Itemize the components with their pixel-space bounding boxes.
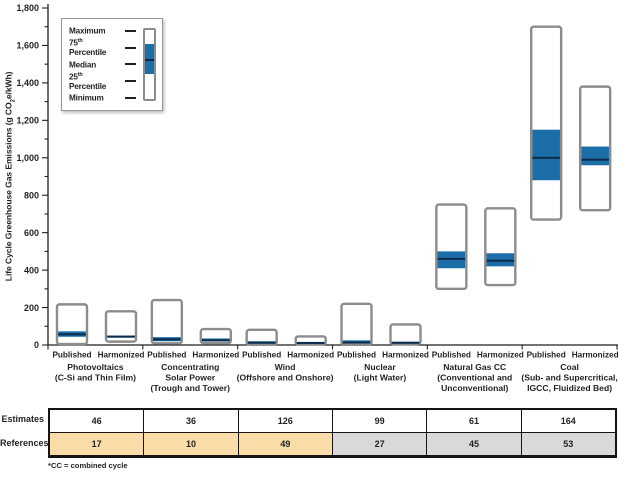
group-title-line: IGCC, Fluidized Bed) xyxy=(527,383,612,393)
legend-tick-dash xyxy=(125,97,136,100)
bar-sublabel: Published xyxy=(52,351,91,360)
estimates-cell: 164 xyxy=(560,416,576,426)
legend-item-median: Median xyxy=(69,60,136,70)
bar-sublabel: Harmonized xyxy=(192,351,239,360)
box-published xyxy=(529,25,563,221)
group-title-line: Wind xyxy=(275,362,296,372)
legend-tick-dash xyxy=(125,63,136,66)
estimates-cell: 36 xyxy=(144,410,239,432)
legend-item-25th-percentile: 25th Percentile xyxy=(69,72,136,91)
group-title-line: (Offshore and Onshore) xyxy=(237,373,334,383)
group-title-line: Nuclear xyxy=(364,362,396,372)
median-line-published xyxy=(437,257,466,260)
estimates-cell: 46 xyxy=(50,410,145,432)
legend: Maximum 75th Percentile Median 25th Perc… xyxy=(61,18,163,111)
iqr-band-harmonized xyxy=(581,146,609,166)
group-title-line: Concentrating xyxy=(161,362,219,372)
median-line-published xyxy=(342,341,371,344)
y-tick-label: 1,600 xyxy=(16,41,39,51)
box-harmonized xyxy=(484,207,517,287)
y-tick-label: 1,200 xyxy=(16,116,39,126)
bar-sublabel: Published xyxy=(337,351,376,360)
box-published xyxy=(435,203,468,291)
estimates-cell: 61 xyxy=(427,410,522,432)
references-cell: 17 xyxy=(50,433,145,455)
box-published xyxy=(55,303,89,346)
y-tick-label: 200 xyxy=(24,303,39,313)
bar-sublabel: Harmonized xyxy=(477,351,524,360)
group-title-line: (Conventional and xyxy=(437,373,512,383)
box-published xyxy=(150,298,184,345)
y-tick-label: 1,400 xyxy=(16,78,39,88)
legend-sample-box xyxy=(143,28,156,101)
references-cell: 10 xyxy=(144,433,239,455)
bar-sublabel: Harmonized xyxy=(382,351,429,360)
legend-item-minimum: Minimum xyxy=(69,93,136,103)
median-line-harmonized xyxy=(486,259,515,262)
iqr-band-published xyxy=(532,129,560,181)
estimates-cell: 99 xyxy=(333,410,428,432)
legend-label: Maximum xyxy=(69,26,106,36)
legend-label: Median xyxy=(69,60,97,70)
legend-label: 75th Percentile xyxy=(69,38,107,58)
estimates-cell: 126 xyxy=(239,410,333,432)
box-published xyxy=(245,328,278,346)
box-published xyxy=(340,302,373,347)
group-title-line: Solar Power xyxy=(165,373,215,383)
median-line-published xyxy=(58,333,86,336)
references-row-label: References xyxy=(0,438,49,448)
legend-tick-dash xyxy=(125,29,136,32)
median-line-published xyxy=(532,156,560,159)
y-tick-label: 800 xyxy=(24,190,39,200)
y-tick-label: 0 xyxy=(34,340,39,350)
bar-sublabel: Published xyxy=(147,351,186,360)
group-title-line: Natural Gas CC xyxy=(443,362,506,372)
legend-item-75th-percentile: 75th Percentile xyxy=(69,38,136,57)
bar-sublabel: Published xyxy=(527,351,566,360)
bar-sublabel: Harmonized xyxy=(572,351,619,360)
median-line-harmonized xyxy=(107,335,135,338)
box-harmonized xyxy=(389,323,422,346)
legend-tick-dash xyxy=(125,46,136,49)
references-cell: 49 xyxy=(238,433,333,455)
group-title-line: (Light Water) xyxy=(354,373,407,383)
bar-sublabel: Published xyxy=(432,351,471,360)
footnote: *CC = combined cycle xyxy=(48,461,128,470)
median-line-harmonized xyxy=(202,339,230,342)
references-cell: 53 xyxy=(521,433,615,455)
median-line-harmonized xyxy=(391,341,420,344)
median-line-harmonized xyxy=(296,341,325,344)
y-tick-label: 1,000 xyxy=(16,153,39,163)
bar-sublabel: Harmonized xyxy=(98,351,145,360)
group-title-line: Unconventional) xyxy=(441,383,508,393)
bar-sublabel: Harmonized xyxy=(287,351,334,360)
references-cell: 27 xyxy=(332,433,428,455)
estimates-row-label: Estimates xyxy=(1,414,44,424)
group-title-line: (C-Si and Thin Film) xyxy=(55,373,136,383)
bar-sublabel: Published xyxy=(242,351,281,360)
legend-label: Minimum xyxy=(69,93,104,103)
median-line-harmonized xyxy=(581,158,609,161)
y-tick-label: 600 xyxy=(24,228,39,238)
legend-tick-dash xyxy=(125,80,136,83)
group-title-line: Coal xyxy=(560,362,579,372)
y-tick-label: 400 xyxy=(24,265,39,275)
legend-label: 25th Percentile xyxy=(69,71,107,91)
legend-median-line xyxy=(145,58,154,61)
median-line-published xyxy=(153,338,181,341)
group-title-line: Photovoltaics xyxy=(67,362,124,372)
group-title-line: (Sub- and Supercritical, xyxy=(521,373,617,383)
references-cell: 45 xyxy=(427,433,522,455)
legend-item-maximum: Maximum xyxy=(69,26,136,36)
box-harmonized xyxy=(104,310,138,343)
y-tick-label: 1,800 xyxy=(16,3,39,13)
group-title-line: (Trough and Tower) xyxy=(150,383,230,393)
median-line-published xyxy=(247,341,276,344)
